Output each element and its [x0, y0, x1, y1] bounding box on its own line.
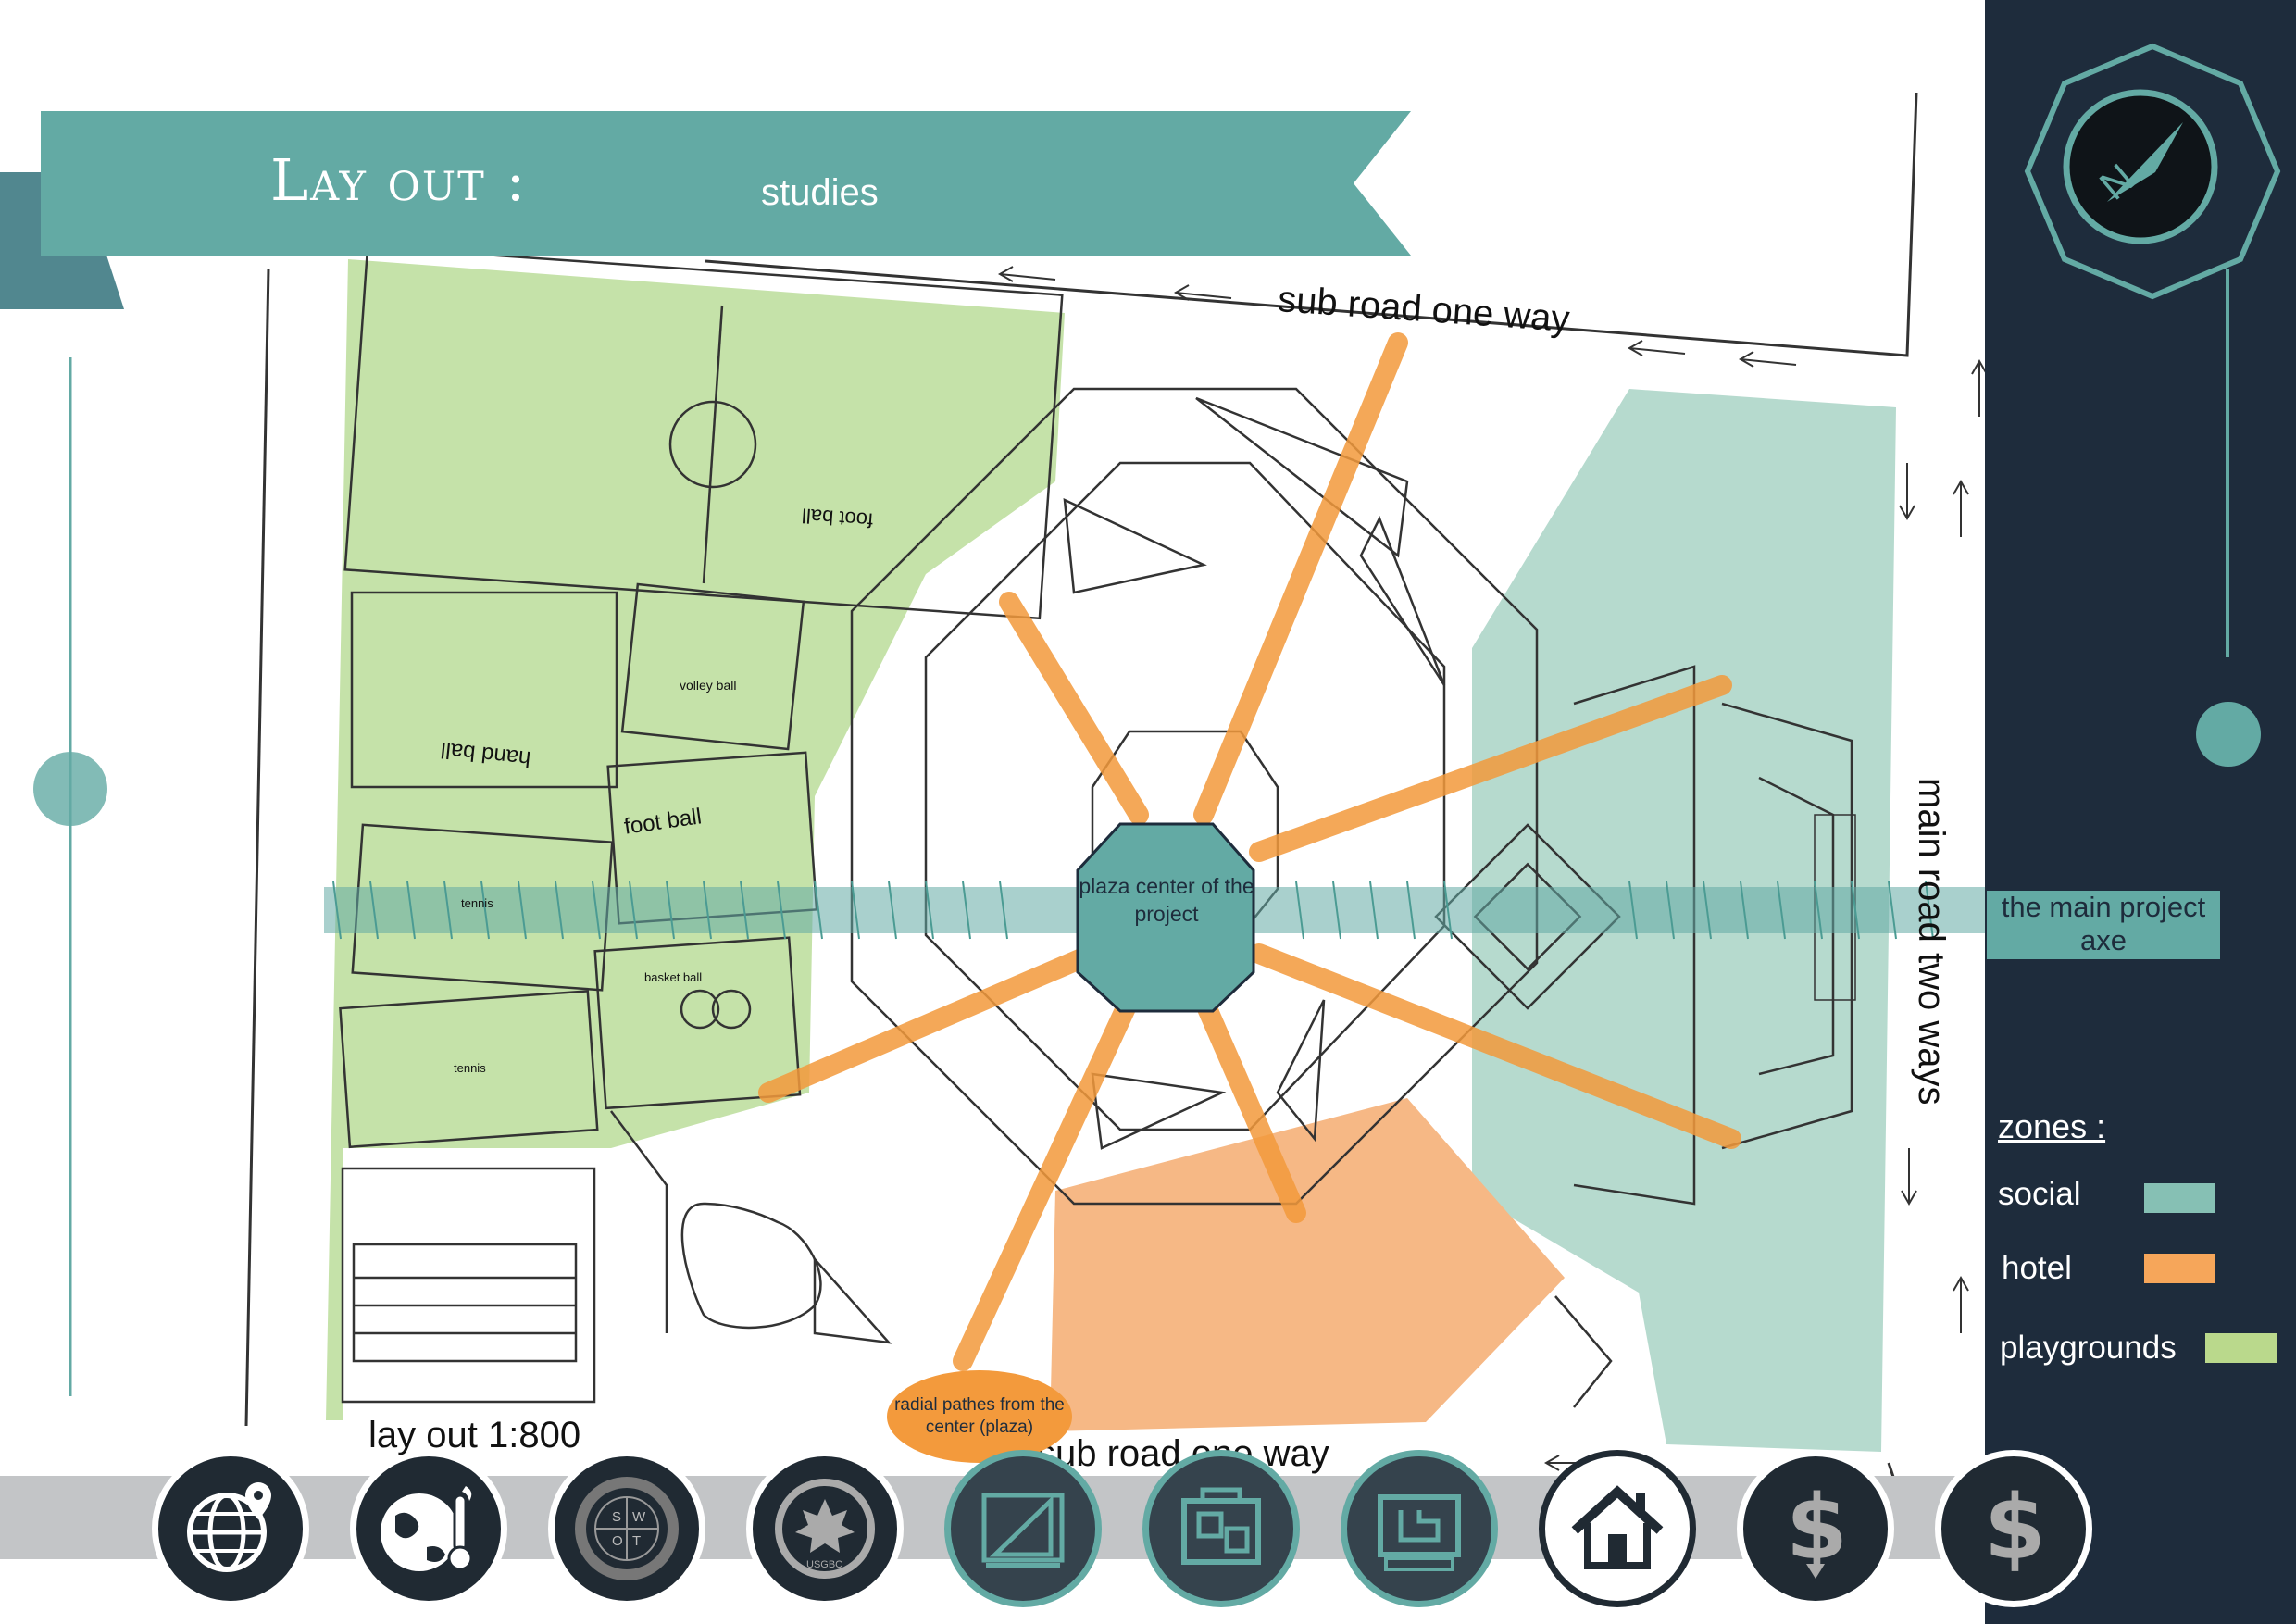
site-boundary-left [244, 268, 270, 1427]
plaza-label: plaza center of the project [1079, 874, 1254, 926]
ruler-plan-button[interactable] [944, 1450, 1102, 1607]
main-axe-label: the main project axe [1987, 891, 2220, 959]
zone-swatch-playgrounds [2205, 1333, 2277, 1363]
svg-text:T: T [632, 1533, 641, 1549]
svg-text:O: O [612, 1533, 623, 1549]
field-label-basketball: basket ball [644, 970, 703, 984]
floor-plan-button[interactable] [1142, 1450, 1300, 1607]
house-button[interactable] [1539, 1450, 1696, 1607]
zone-label-playgrounds: playgrounds [2000, 1330, 2177, 1366]
svg-text:USGBC: USGBC [806, 1559, 842, 1570]
north-compass-icon: N [2024, 43, 2281, 300]
floor-plan-icon [1181, 1487, 1261, 1565]
sidebar-accent-line [2226, 269, 2229, 657]
plaza-octagon [1076, 822, 1255, 1013]
climate-button[interactable] [350, 1450, 507, 1607]
radial-paths [758, 332, 1741, 1371]
svg-text:S: S [612, 1509, 621, 1525]
main-road-label: main road two ways [1911, 778, 1952, 1106]
swot-icon: S W O T [575, 1477, 679, 1580]
field-label-tennis: tennis [461, 896, 493, 910]
main-axe-hatch [332, 881, 1934, 940]
site-plan [0, 92, 1985, 1519]
playgrounds-zone [326, 259, 1065, 1420]
usgbc-button[interactable]: USGBC [746, 1450, 904, 1607]
ruler-plan-icon [981, 1493, 1065, 1568]
site-boundary-top [705, 92, 1918, 357]
svg-text:$: $ [1786, 1476, 1848, 1580]
zones-title: zones : [1998, 1107, 2106, 1145]
radial-paths-label: radial pathes from the center (plaza) [887, 1370, 1072, 1463]
field-label-football-big: foot ball [801, 504, 874, 532]
dollar-down-icon: $ [1786, 1476, 1848, 1580]
svg-text:W: W [632, 1509, 646, 1525]
hotel-zone [1050, 1098, 1565, 1431]
zone-swatch-social [2144, 1183, 2215, 1213]
swot-button[interactable]: S W O T [548, 1450, 705, 1607]
sidebar-accent-dot [2196, 702, 2261, 767]
globe-pin-icon [187, 1482, 271, 1572]
left-accent-dot [33, 752, 107, 826]
zone-swatch-hotel [2144, 1254, 2215, 1283]
playground-fields [339, 244, 1064, 1404]
globe-pin-button[interactable] [152, 1450, 309, 1607]
usgbc-icon: USGBC [775, 1479, 875, 1579]
zone-label-social: social [1998, 1176, 2081, 1212]
header-banner [41, 111, 1411, 256]
svg-text:$: $ [1984, 1476, 2046, 1580]
cost-button[interactable]: $ [1935, 1450, 2092, 1607]
cost-down-button[interactable]: $ [1737, 1450, 1894, 1607]
blueprint-icon [1378, 1494, 1461, 1571]
house-icon [1571, 1485, 1664, 1569]
road-arrows [997, 266, 1985, 1471]
page-title: Lay out : [270, 146, 528, 214]
zone-label-hotel: hotel [2002, 1250, 2072, 1286]
scale-label: lay out 1:800 [368, 1415, 581, 1455]
earth-thermometer-icon [381, 1486, 473, 1571]
field-label-volleyball: volley ball [680, 678, 737, 693]
page-subtitle: studies [761, 172, 879, 213]
field-label-tennis-2: tennis [454, 1061, 486, 1075]
blueprint-button[interactable] [1341, 1450, 1498, 1607]
dollar-icon: $ [1984, 1476, 2046, 1580]
